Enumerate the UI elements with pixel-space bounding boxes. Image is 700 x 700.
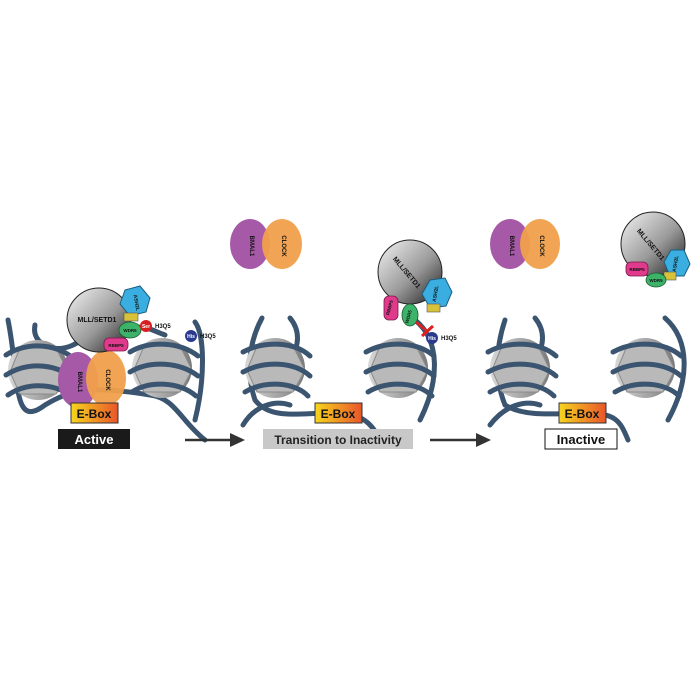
ash2l-label: ASH2L [672, 255, 681, 272]
ebox [314, 402, 363, 424]
h3q5-label: H3Q5 [441, 336, 457, 342]
inhibition-line [415, 321, 429, 333]
stage-inactive: BMAL1 CLOCK E-Box MLL/SETD1 ASH2L RBBP5 … [485, 211, 691, 450]
bmal1-label: BMAL1 [508, 236, 514, 257]
his-label: His [187, 334, 195, 340]
clock-label: CLOCK [538, 235, 544, 257]
stage-label-bg [58, 429, 130, 449]
his-residue [185, 330, 197, 342]
wdr5-label: WDR5 [123, 328, 137, 333]
arrow-right [185, 433, 245, 447]
h3q5-label: H3Q5 [200, 334, 216, 340]
ebox [70, 402, 119, 424]
ser-residue [140, 320, 152, 332]
bmal1-label: BMAL1 [76, 372, 82, 393]
ash2l-label: ASH2L [432, 285, 441, 302]
ebox-label: E-Box [565, 407, 600, 421]
ebox-label: E-Box [321, 407, 356, 421]
his-residue [426, 332, 438, 344]
ser-label: Ser [142, 324, 150, 330]
ash2l-subunit [119, 285, 151, 317]
histone-octamer [240, 338, 313, 399]
stage-label-inactive: Inactive [557, 432, 605, 447]
dpy30-subunit [123, 312, 139, 322]
h3q5-label: H3Q5 [155, 324, 171, 330]
ebox-label: E-Box [77, 407, 112, 421]
mll-label: MLL/SETD1 [78, 317, 117, 324]
dna-strand [192, 319, 205, 423]
wdr5-label: WDR5 [404, 309, 412, 324]
wdr5-subunit [645, 272, 667, 288]
ebox [558, 402, 607, 424]
stage-label-active: Active [74, 432, 113, 447]
stage-label-transition: Transition to Inactivity [274, 433, 402, 447]
ash2l-subunit [663, 249, 691, 277]
stage-label-bg [544, 428, 618, 450]
rbbp5-subunit [103, 337, 129, 352]
rbbp5-subunit [383, 295, 399, 321]
dpy30-subunit [426, 303, 441, 313]
rbbp5-label: RBBP5 [629, 267, 645, 272]
histone-octamer [127, 338, 201, 399]
histone-octamer [363, 338, 437, 399]
rbbp5-label: RBBP5 [108, 343, 124, 348]
bmal1-label: BMAL1 [248, 236, 254, 257]
wdr5-subunit [401, 303, 419, 327]
ash2l-subunit [421, 277, 453, 309]
bmal1-protein [230, 219, 270, 269]
arrow-right [430, 433, 491, 447]
clock-label: CLOCK [104, 369, 110, 391]
stage-transition: BMAL1 CLOCK E-Box MLL/SETD1 ASH2L RBBP5 … [230, 219, 457, 449]
rbbp5-subunit [625, 261, 649, 277]
wdr5-subunit [118, 321, 142, 339]
stage-active: BMAL1 CLOCK E-Box MLL/SETD1 ASH2L WDR5 R… [3, 285, 216, 449]
wdr5-label: WDR5 [649, 278, 663, 283]
clock-protein [86, 350, 126, 406]
stage-label-bg [263, 429, 413, 449]
clock-protein [520, 219, 560, 269]
ash2l-label: ASH2L [132, 294, 141, 311]
rbbp5-label: RBBP5 [385, 299, 394, 316]
clock-protein [262, 219, 302, 269]
bmal1-protein [490, 219, 530, 269]
inhibition-bar [420, 324, 435, 338]
histone-octamer [485, 338, 559, 399]
clock-label: CLOCK [280, 235, 286, 257]
his-label: His [428, 336, 436, 342]
histone-octamer [610, 338, 684, 399]
